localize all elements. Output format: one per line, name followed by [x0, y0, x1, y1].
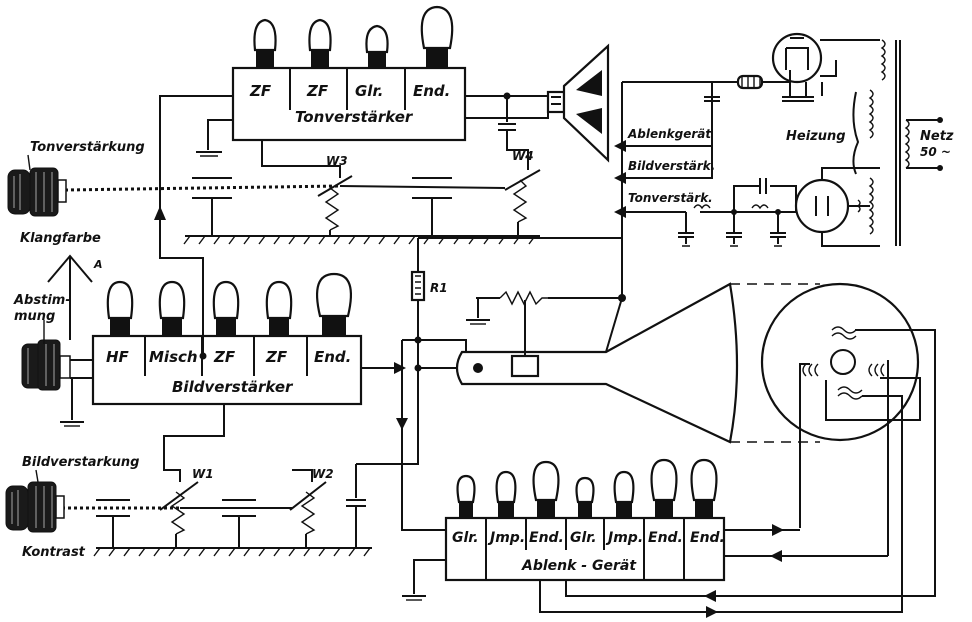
bild-stage-4: ZF [265, 348, 288, 366]
r1-resistor: R1 [410, 270, 448, 302]
bildverstaerkung-knob[interactable] [5, 481, 65, 533]
antenna: A [47, 254, 103, 340]
bildverstaerkung-label: Bildverstarkung [22, 455, 139, 470]
ton-stage-3: Glr. [355, 82, 383, 100]
ton-bulb-4 [420, 5, 454, 68]
ablenk-stage-1: Glr. [452, 530, 479, 546]
ablenkgeraet-supply-label: Ablenkgerät [627, 127, 712, 141]
loudspeaker [465, 43, 610, 163]
ablenkgeraet-block: Glr. Jmp. End. Glr. Jmp. End. End. Ablen… [444, 458, 726, 582]
abstimmung-knob[interactable] [21, 339, 71, 391]
kontrast-label: Kontrast [22, 545, 86, 560]
bild-bulb-3 [212, 280, 240, 336]
ton-stage-1: ZF [249, 82, 272, 100]
ablenk-bulb-7 [690, 458, 718, 518]
ablenk-bulb-1 [456, 474, 476, 518]
tonverstaerker-block: ZF ZF Glr. End. Tonverstärker [196, 5, 467, 157]
ablenk-bulb-2 [495, 470, 517, 518]
power-supply: Netz 50 ~ Heizung Ablenkgerät Bildverst [614, 32, 954, 247]
abstimmung-label-1: Abstim- [13, 293, 71, 308]
ablenk-stage-2: Jmp. [487, 530, 525, 546]
ablenk-bulb-5 [613, 470, 635, 518]
bild-bulb-2 [158, 280, 186, 336]
ablenk-stage-7: End. [690, 530, 725, 546]
klangfarbe-label: Klangfarbe [20, 231, 101, 246]
w3-potentiometer: W3 [261, 140, 353, 236]
ablenk-stage-6: End. [648, 530, 683, 546]
upper-control-shaft [64, 177, 540, 245]
ton-stage-4: End. [413, 82, 450, 100]
picture-tube [418, 282, 739, 444]
tonverstaerkung-label: Tonverstärkung [30, 140, 145, 155]
r1-label: R1 [430, 281, 448, 295]
w4-label: W4 [512, 149, 534, 163]
w1-potentiometer: W1 [159, 467, 214, 535]
netz-freq-label: 50 ~ [920, 145, 951, 159]
ton-stage-2: ZF [306, 82, 329, 100]
ablenk-stage-4: Glr. [570, 530, 597, 546]
w3-label: W3 [326, 154, 348, 168]
bildverstaerk-supply-label: Bildverstärk. [628, 159, 715, 173]
ablenk-bulb-3 [532, 460, 560, 518]
heizung-label: Heizung [786, 129, 846, 144]
w4-potentiometer: W4 [498, 96, 541, 236]
ablenk-stage-5: Jmp. [605, 530, 643, 546]
bild-stage-1: HF [106, 348, 130, 366]
ton-bulb-1 [253, 18, 277, 68]
ton-bulb-2 [308, 18, 332, 68]
bild-stage-5: End. [314, 348, 351, 366]
w2-label: W2 [312, 467, 334, 481]
deflection-yoke [760, 282, 936, 556]
ablenk-bulb-6 [650, 458, 678, 518]
ton-bulb-3 [365, 24, 389, 68]
tonverstaerker-title: Tonverstärker [295, 108, 414, 126]
ablenkgeraet-title: Ablenk - Gerät [521, 558, 637, 574]
abstimmung-label-2: mung [14, 309, 55, 324]
bildverstaerker-title: Bildverstärker [172, 378, 294, 396]
bild-bulb-1 [106, 280, 134, 336]
ablenk-bulb-4 [575, 476, 595, 518]
netz-label: Netz [920, 129, 954, 144]
bild-bulb-4 [265, 280, 293, 336]
tonverstaerkung-knob[interactable] [7, 167, 67, 217]
bild-bulb-5 [316, 272, 352, 336]
tonverstaerk-supply-label: Tonverstärk. [628, 191, 713, 205]
bild-stage-2: Misch [149, 348, 198, 366]
w2-potentiometer: W2 [289, 467, 334, 535]
antenna-label: A [93, 258, 103, 271]
bild-stage-3: ZF [213, 348, 236, 366]
bildverstaerker-block: HF Misch ZF ZF End. Bildverstärker [91, 272, 363, 406]
w1-label: W1 [192, 467, 214, 481]
ablenk-stage-3: End. [529, 530, 564, 546]
